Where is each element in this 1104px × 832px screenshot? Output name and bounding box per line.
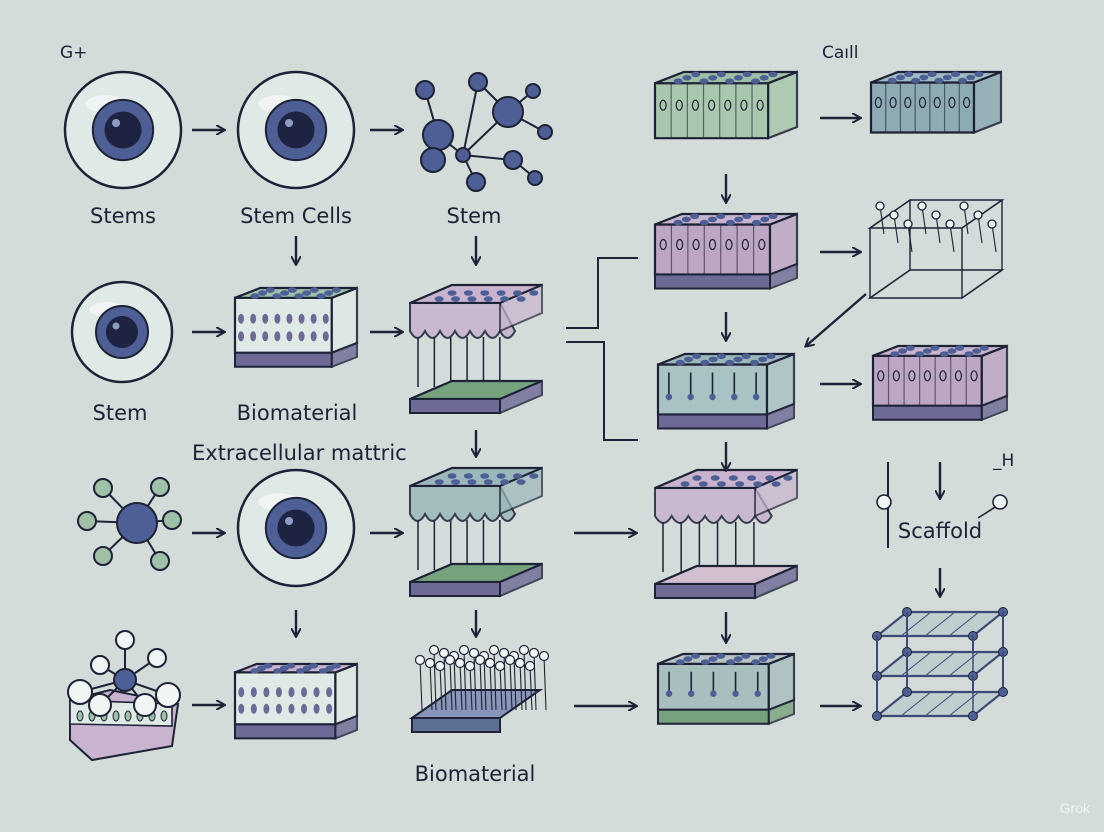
- label-stem-top: Stem: [446, 204, 502, 228]
- pin-array-base: [408, 644, 550, 733]
- scaffold-bracket: [876, 462, 1008, 548]
- cell-block-purple: [871, 344, 1009, 422]
- biomaterial-block-1: [233, 286, 359, 369]
- stem-cell-3: [236, 70, 356, 190]
- drip-block-2: [409, 466, 543, 598]
- label-biomaterial-bottom: Biomaterial: [414, 762, 536, 786]
- molecule-network: [415, 72, 553, 192]
- drip-block-pink: [654, 468, 798, 600]
- label-stem-mid: Stem: [92, 401, 148, 425]
- label-scaffold: Scaffold: [897, 519, 983, 543]
- stem-cell-1: [63, 70, 183, 190]
- label-biomaterial-mid: Biomaterial: [236, 401, 358, 425]
- biomaterial-block-2: [233, 662, 359, 740]
- drip-block-green: [656, 652, 796, 726]
- lattice-scaffold: [872, 607, 1008, 721]
- cell-block-pink: [653, 212, 799, 290]
- matrix-block-teal: [656, 352, 796, 430]
- stem-cell-2: [70, 280, 174, 384]
- molecule-cluster-1: [77, 477, 182, 571]
- label-stem-cells: Stem Cells: [240, 204, 352, 228]
- label-stems: Stems: [90, 204, 156, 228]
- cell-block-teal: [869, 70, 1003, 135]
- drip-block-1: [409, 283, 543, 415]
- arrow-right-13: [806, 293, 867, 346]
- stem-cell-4: [236, 468, 356, 588]
- label-g-plus: G+: [60, 43, 88, 63]
- connector-bracket: [566, 257, 638, 441]
- label-h-mark: _H: [993, 451, 1015, 471]
- label-cell-corner: Caıll: [822, 43, 859, 63]
- molecule-cluster-2: [67, 630, 181, 717]
- label-extracellular-matrix: Extracellular mattric: [192, 441, 407, 465]
- cell-block-green: [653, 70, 799, 140]
- watermark-grok: Grok: [1059, 800, 1090, 816]
- wire-scaffold: [867, 199, 1005, 299]
